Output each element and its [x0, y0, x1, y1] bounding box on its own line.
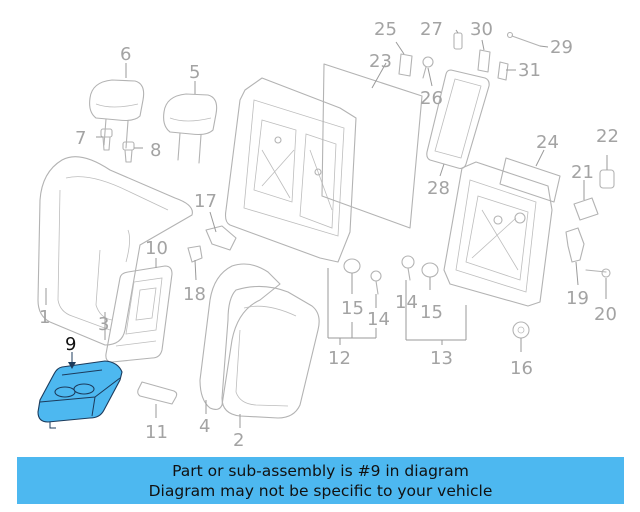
callout-27: 27 [420, 19, 443, 40]
callout-15b: 15 [420, 302, 443, 323]
callout-26: 26 [420, 88, 443, 109]
bolt-20 [585, 268, 611, 278]
guide-sleeve-8 [122, 141, 135, 163]
callout-14b: 14 [395, 292, 418, 313]
callout-25: 25 [374, 19, 397, 40]
callout-9: 9 [65, 334, 76, 355]
clip-30 [477, 49, 491, 73]
bracket-21 [573, 197, 599, 221]
banner-line-1: Part or sub-assembly is #9 in diagram [172, 461, 469, 480]
callout-14a: 14 [367, 309, 390, 330]
callout-3: 3 [98, 314, 109, 335]
callout-24: 24 [536, 132, 559, 153]
callout-7: 7 [75, 128, 86, 149]
clip-27 [453, 32, 463, 50]
hinge-19 [565, 227, 585, 263]
callout-19: 19 [566, 288, 589, 309]
callout-10: 10 [145, 238, 168, 259]
panel-23 [321, 63, 423, 229]
headrest-5 [163, 93, 218, 164]
armrest-frame-10 [105, 265, 173, 363]
bushing-15a [343, 258, 361, 274]
guide-sleeve-7 [100, 128, 113, 151]
pad-28 [426, 69, 490, 170]
cushion-cover-2 [221, 285, 320, 419]
bracket-17 [205, 225, 237, 251]
callout-18: 18 [183, 284, 206, 305]
bolt-14b [401, 255, 415, 281]
panel-24 [499, 157, 561, 203]
callout-22: 22 [596, 126, 619, 147]
clip-18 [187, 245, 203, 263]
leader-9 [68, 352, 76, 369]
callout-31: 31 [518, 60, 541, 81]
callout-labels: 1 2 3 4 5 6 7 8 9 10 11 12 13 14 14 15 1… [39, 19, 619, 451]
callout-4: 4 [199, 416, 210, 437]
armrest-9-highlighted [37, 360, 123, 429]
callout-1: 1 [39, 307, 50, 328]
clip-25 [398, 53, 413, 77]
callout-28: 28 [427, 178, 450, 199]
info-banner: Part or sub-assembly is #9 in diagram Di… [17, 457, 624, 504]
callout-17: 17 [194, 191, 217, 212]
callout-23: 23 [369, 51, 392, 72]
callout-16: 16 [510, 358, 533, 379]
seat-back-cover-1 [37, 156, 193, 346]
callout-5: 5 [189, 62, 200, 83]
trim-11 [137, 381, 178, 405]
bushing-15b [421, 262, 439, 278]
callout-21: 21 [571, 162, 594, 183]
callout-20: 20 [594, 304, 617, 325]
callout-29: 29 [550, 37, 573, 58]
clip-31 [497, 61, 509, 81]
callout-6: 6 [120, 44, 131, 65]
rod-29 [506, 31, 541, 47]
callout-30: 30 [470, 19, 493, 40]
cap-22 [599, 169, 615, 189]
callout-15a: 15 [341, 298, 364, 319]
banner-line-2: Diagram may not be specific to your vehi… [148, 481, 493, 500]
callout-2: 2 [233, 430, 244, 451]
cushion-cover-4 [199, 263, 281, 411]
callout-8: 8 [150, 140, 161, 161]
leader-lines [45, 29, 608, 428]
seat-back-frame-right [443, 161, 553, 307]
callout-11: 11 [145, 422, 168, 443]
clip-26 [422, 56, 434, 79]
seat-back-frame-left [224, 77, 357, 263]
callout-13: 13 [430, 348, 453, 369]
washer-16 [512, 321, 530, 339]
headrest-6 [89, 79, 145, 149]
bolt-14a [370, 270, 382, 295]
callout-12: 12 [328, 348, 351, 369]
